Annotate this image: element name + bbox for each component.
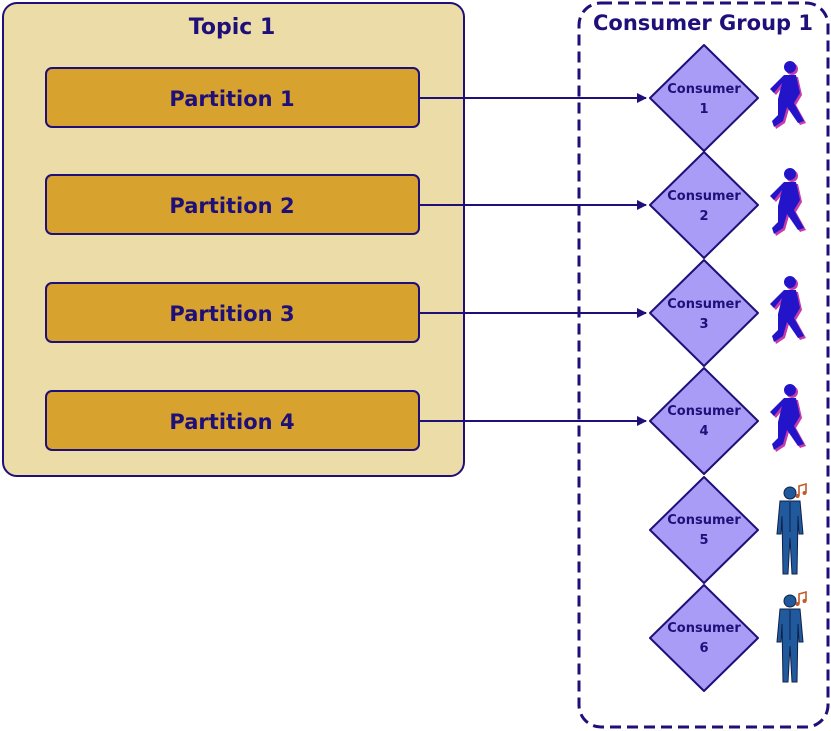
consumer-label: Consumer — [667, 404, 741, 419]
idle-person-music-icon — [776, 590, 807, 683]
runner-icon — [770, 168, 806, 236]
consumer-number: 3 — [699, 317, 708, 332]
consumer-number: 5 — [699, 533, 708, 548]
consumer-node: Consumer 4 — [649, 367, 759, 475]
partition-label: Partition 1 — [169, 87, 294, 111]
consumer-label: Consumer — [667, 297, 741, 312]
consumer-number: 4 — [699, 424, 708, 439]
partition-box: Partition 3 — [45, 282, 420, 343]
consumer-group-title: Consumer Group 1 — [593, 11, 813, 35]
consumer-node: Consumer 2 — [649, 151, 759, 259]
topic-title: Topic 1 — [189, 15, 276, 40]
consumer-node: Consumer 1 — [649, 44, 759, 152]
partition-box: Partition 2 — [45, 174, 420, 235]
partition-label: Partition 3 — [169, 302, 294, 326]
partition-label: Partition 4 — [169, 410, 294, 434]
consumer-node: Consumer 3 — [649, 259, 759, 367]
partition-box: Partition 4 — [45, 390, 420, 451]
runner-icon — [770, 276, 806, 344]
idle-person-music-icon — [776, 482, 807, 575]
consumer-number: 1 — [699, 102, 708, 117]
consumer-label: Consumer — [667, 513, 741, 528]
consumer-group-container: Consumer Group 1 — [577, 1, 830, 729]
consumer-node: Consumer 5 — [649, 476, 759, 584]
partition-label: Partition 2 — [169, 194, 294, 218]
runner-icon — [770, 384, 806, 452]
consumer-node: Consumer 6 — [649, 584, 759, 692]
consumer-number: 2 — [699, 209, 708, 224]
runner-icon — [770, 61, 806, 129]
partition-box: Partition 1 — [45, 67, 420, 128]
consumer-label: Consumer — [667, 82, 741, 97]
consumer-label: Consumer — [667, 621, 741, 636]
consumer-number: 6 — [699, 641, 708, 656]
consumer-label: Consumer — [667, 189, 741, 204]
